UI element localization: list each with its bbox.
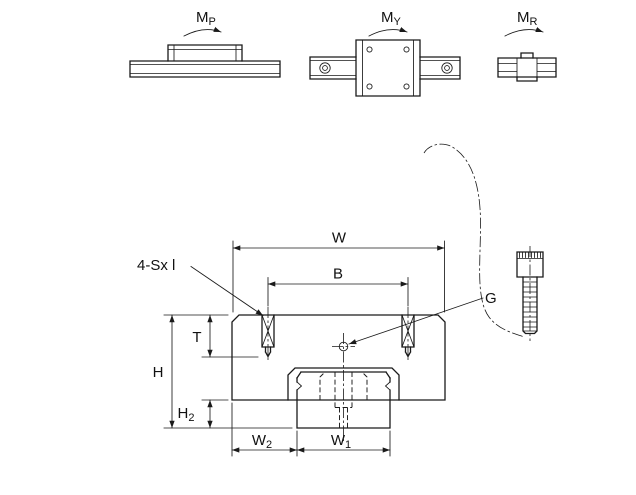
yaw-rail-top-view [309, 56, 461, 80]
moment-pitch-subscript: P [209, 16, 216, 28]
dim-w1-symbol: W [331, 432, 346, 449]
yaw-block-endplate-lines [362, 39, 414, 97]
dim-h-extension-lines [163, 314, 293, 429]
dim-h2-symbol: H [178, 405, 189, 422]
yaw-block-outline [355, 39, 421, 97]
pitch-block-side-view [167, 44, 243, 62]
block-outline [231, 314, 446, 401]
dim-b-extension-lines [267, 277, 409, 307]
moment-roll-label: MR [517, 9, 538, 28]
dimensions: W B 4-Sx l G T H H2 W2 W1 [137, 230, 497, 457]
rail-cross-section [296, 371, 391, 429]
roll-block-detail-lines [497, 57, 557, 78]
dim-w1-subscript: 1 [345, 439, 351, 451]
pitch-moment-view: MP [129, 9, 281, 78]
roll-moment-view: MR [497, 9, 557, 82]
grease-hole-label: G [485, 290, 497, 307]
moment-pitch-symbol: M [196, 9, 209, 26]
pitch-rail-side-view [129, 60, 281, 78]
dim-w1-label: W1 [331, 432, 351, 451]
dim-w-extension-lines [232, 240, 445, 313]
moment-yaw-arrow-icon [368, 27, 408, 37]
screw-head-outline [516, 251, 544, 278]
dim-w-label: W [332, 230, 347, 247]
yaw-rail-hole-left [319, 62, 331, 74]
screw-alignment-path [423, 143, 524, 337]
moment-roll-symbol: M [517, 9, 530, 26]
moment-roll-subscript: R [530, 16, 538, 28]
dim-b-label: B [333, 266, 343, 283]
dim-h2-subscript: 2 [188, 412, 194, 424]
moment-roll-arrow-icon [504, 27, 544, 37]
yaw-rail-edge-lines [309, 60, 461, 76]
dim-w2-label: W2 [252, 432, 272, 451]
block-cavity-hidden [319, 371, 368, 400]
yaw-rail-hole-right [441, 62, 453, 74]
yaw-block-hole-1 [366, 46, 373, 53]
screw-head-knurl [516, 252, 544, 259]
yaw-rail-hole-left-inner [322, 65, 328, 71]
yaw-rail-hole-right-inner [444, 65, 450, 71]
mounting-hole-left [261, 307, 275, 362]
thread-callout-label: 4-Sx l [137, 257, 175, 274]
roll-grease-nipple [520, 52, 534, 59]
block-recess-arch [287, 367, 400, 401]
dim-h2-label: H2 [178, 405, 195, 424]
dim-w2-symbol: W [252, 432, 267, 449]
thread-callout-leader [190, 265, 264, 317]
moment-pitch-arrow-icon [183, 26, 222, 37]
pitch-rail-groove-lines [129, 64, 281, 74]
grease-hole-leader [348, 297, 484, 345]
dim-h-label: H [153, 364, 164, 381]
roll-rail-bottom [516, 76, 538, 82]
moment-pitch-label: MP [196, 9, 216, 28]
mounting-hole-right-pilot [404, 346, 412, 358]
roll-block-outline [497, 57, 557, 78]
dim-t-label: T [192, 329, 201, 346]
moment-yaw-label: MY [381, 9, 402, 28]
pitch-block-detail-lines [167, 44, 243, 62]
dim-w2-subscript: 2 [266, 439, 272, 451]
main-front-view [231, 307, 446, 441]
yaw-block-hole-3 [403, 46, 410, 53]
mounting-hole-left-pilot [264, 346, 272, 358]
roll-end-view [497, 52, 557, 82]
mounting-screw-illustration [423, 143, 544, 341]
moment-yaw-subscript: Y [394, 16, 402, 28]
mounting-hole-right [401, 307, 415, 362]
yaw-rail-outline [309, 56, 461, 80]
pitch-rail-outline [129, 60, 281, 78]
moment-yaw-symbol: M [381, 9, 394, 26]
rail-sides-bottom [296, 377, 391, 429]
rail-ball-grooves [296, 381, 391, 391]
yaw-block-top-view [355, 39, 421, 97]
dim-w2-w1-extension-lines [231, 402, 391, 457]
yaw-block-hole-4 [403, 83, 410, 90]
yaw-moment-view: MY [309, 9, 461, 97]
pitch-block-outline [167, 44, 243, 62]
yaw-block-hole-2 [366, 83, 373, 90]
